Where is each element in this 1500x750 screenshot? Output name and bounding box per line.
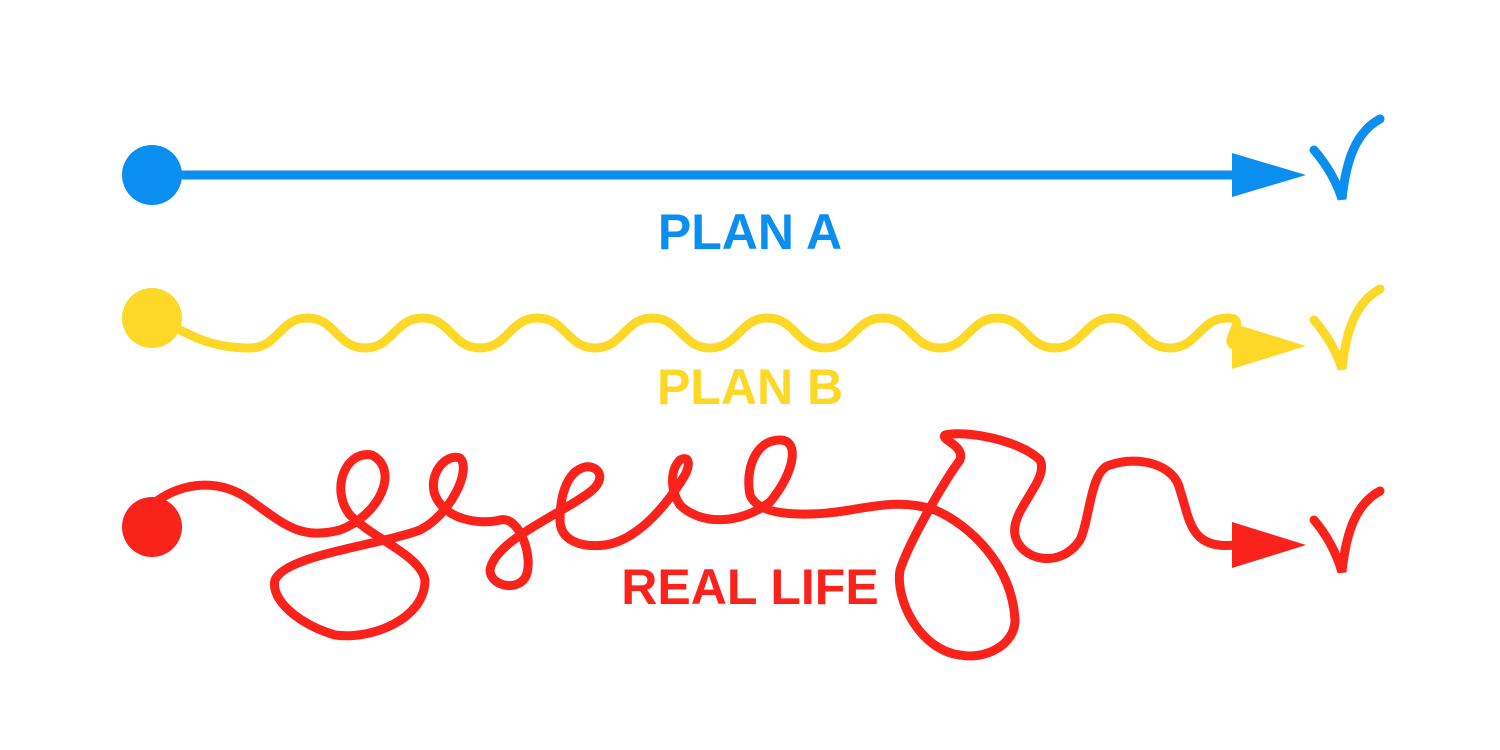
plan-b-path	[150, 313, 1241, 353]
real-life: REAL LIFE	[122, 429, 1385, 661]
real-life-label: REAL LIFE	[621, 559, 878, 615]
plan-a-checkmark-icon	[1309, 114, 1385, 201]
plan-b-checkmark-icon	[1309, 284, 1385, 371]
plan-b: PLAN B	[122, 284, 1385, 415]
plan-a-arrow-icon	[1232, 153, 1306, 197]
real-life-checkmark-icon	[1309, 486, 1385, 574]
plan-a: PLAN A	[122, 114, 1385, 260]
real-life-path	[147, 429, 1240, 661]
plan-a-label: PLAN A	[658, 204, 842, 260]
real-life-arrow-icon	[1232, 522, 1306, 568]
real-life-start-dot-icon	[122, 497, 182, 557]
plan-b-arrow-icon	[1232, 323, 1306, 369]
plan-b-label: PLAN B	[657, 359, 843, 415]
